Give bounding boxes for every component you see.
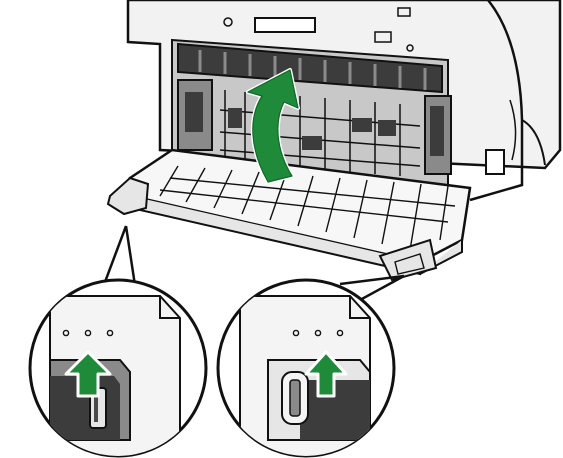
right-detail-callout: [218, 280, 394, 458]
left-detail-callout: [30, 280, 206, 458]
